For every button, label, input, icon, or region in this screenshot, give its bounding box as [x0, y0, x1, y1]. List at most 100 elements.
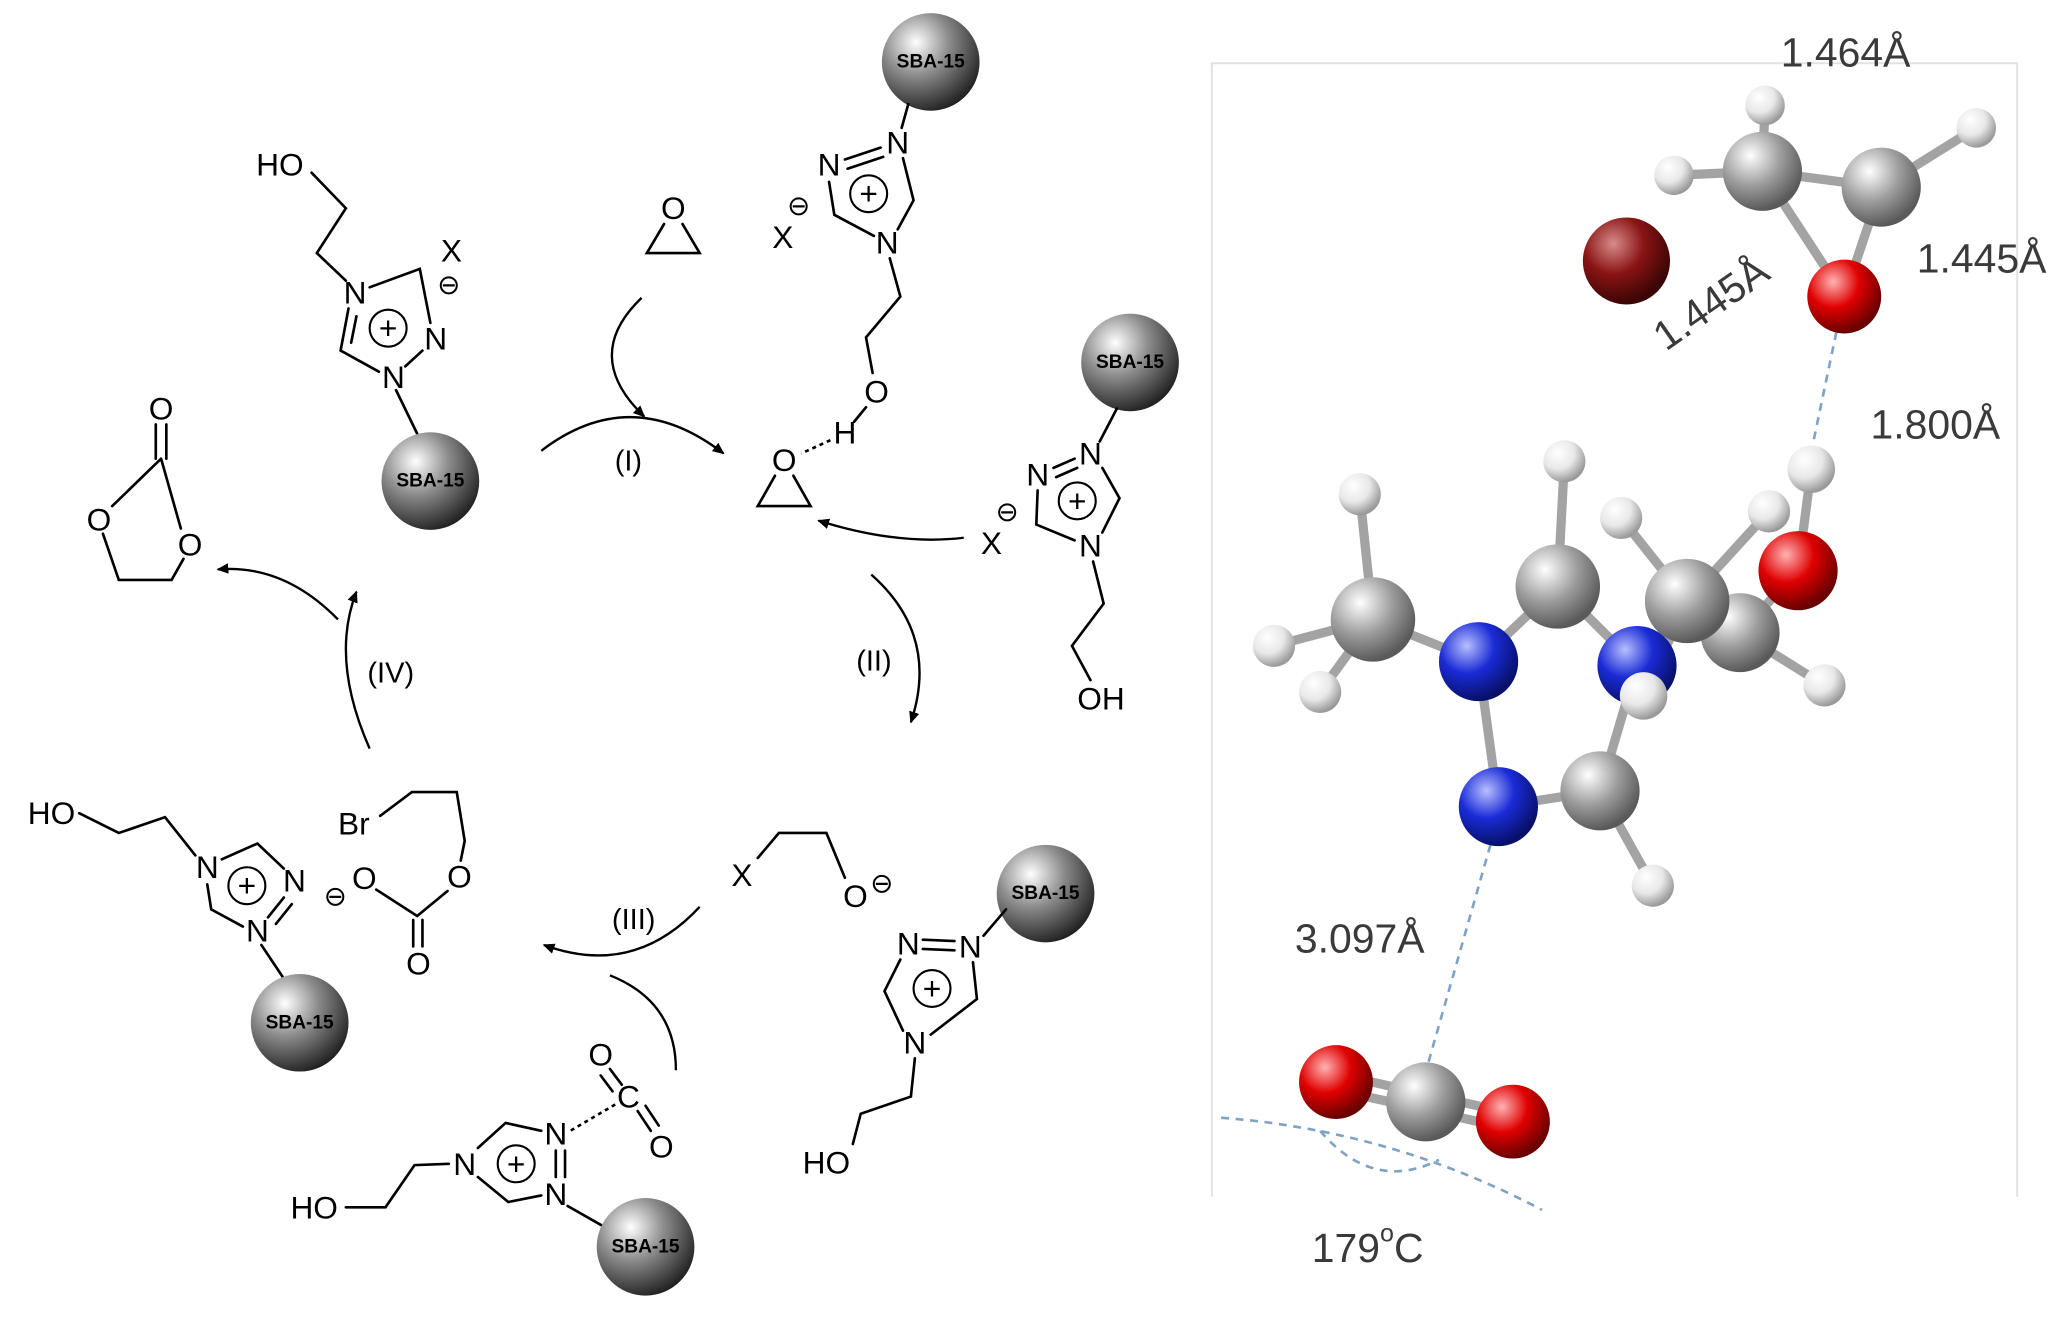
nitrogen-label: N [544, 1115, 567, 1151]
nitrogen-label: N [903, 1025, 926, 1061]
cation-charge-ring [912, 968, 952, 1009]
cation-charge: + [923, 971, 941, 1007]
nitrogen-label: N [1079, 435, 1102, 471]
oxygen-label: O [843, 878, 868, 914]
distance-label-cc: 1.464Å [1781, 30, 1911, 76]
catalyst-b: SBA-15 + N N N X ⊖ OH [981, 313, 1179, 717]
step-i-arrow [540, 416, 725, 455]
n-co2-interaction [569, 1103, 616, 1132]
support-label: SBA-15 [266, 1012, 334, 1033]
hydrogen-atom [1803, 664, 1846, 707]
nitrogen-label: N [876, 225, 899, 261]
distance-label-co-right: 1.445Å [1917, 235, 2047, 281]
oxygen-label: O [649, 1129, 674, 1165]
co2-adduct-ring-bonds [344, 1121, 606, 1229]
hydroxyl-label: HO [256, 147, 304, 183]
oxygen-label: O [149, 391, 174, 427]
oxygen-atom [1475, 1084, 1550, 1159]
hydrogen-atom [1338, 473, 1381, 516]
carbonate-charge: ⊖ [324, 881, 347, 912]
anion-charge: ⊖ [787, 190, 810, 221]
hydrogen-atom [1787, 445, 1836, 493]
oxygen-label: O [406, 945, 431, 981]
hydrogen-bond [800, 439, 831, 455]
oxygen-label: O [772, 442, 797, 478]
oxygen-atom [1299, 1045, 1373, 1119]
hbond-complex-bonds [755, 102, 915, 508]
nitrogen-label: N [886, 124, 909, 160]
cation-charge-ring [849, 174, 889, 214]
alkoxide-catalyst-bonds [851, 908, 1008, 1146]
bromine-atom [1582, 217, 1670, 305]
cation-charge: + [507, 1146, 525, 1182]
nitrogen-atom [1438, 622, 1519, 702]
o-h-interaction-line [1811, 331, 1838, 446]
oxygen-atom [1758, 531, 1838, 611]
epoxide: O [644, 190, 702, 255]
hydrogen-atom [1631, 864, 1674, 907]
anion-label: X [981, 525, 1002, 561]
co2-adduct: O C O + N N N HO SBA-15 [290, 1036, 695, 1296]
step-iii-arrow [542, 905, 701, 957]
model-atoms [1252, 85, 1997, 1159]
cyclic-carbonate: O O O [87, 391, 203, 582]
epoxide-bonds [644, 222, 702, 255]
nitrogen-label: N [544, 1176, 567, 1212]
angle-unit: C [1394, 1225, 1424, 1271]
carbon-atom [1330, 577, 1416, 662]
hydrogen-atom [1299, 670, 1342, 714]
oxygen-atom [1807, 259, 1882, 334]
hydrogen-atom [1252, 624, 1296, 667]
hydroxyl-label: HO [28, 795, 76, 831]
nitrogen-label: N [283, 862, 306, 898]
carbonate-pair: + HO N N N SBA-15 Br ⊖ O O O [28, 790, 472, 1072]
sba15-support-sphere [881, 13, 980, 111]
hydroxyl-label: HO [290, 1189, 338, 1225]
nitrogen-label: N [382, 359, 405, 395]
hydroxyl-label: HO [803, 1144, 851, 1180]
angle-value: 179 [1312, 1225, 1380, 1271]
distance-label-oh: 1.800Å [1871, 401, 2001, 447]
dft-model: 1.464Å 1.445Å 1.445Å 1.800Å 3.097Å 179oC [1210, 30, 2047, 1271]
catalyst-a-bonds [310, 171, 432, 435]
oxygen-label: O [864, 373, 889, 409]
support-label: SBA-15 [1096, 352, 1164, 373]
nitrogen-label: N [959, 928, 982, 964]
epoxide-entry-arrow [610, 297, 646, 418]
oxygen-label: O [661, 190, 686, 226]
oxygen-label: O [178, 526, 203, 562]
cyclic-carbonate-bonds [101, 423, 185, 582]
anion-charge: ⊖ [437, 269, 460, 300]
support-label: SBA-15 [897, 51, 965, 72]
step-i-label: (I) [615, 445, 642, 477]
sba15-support-sphere [596, 1198, 695, 1296]
hydrogen-atom [1543, 440, 1586, 483]
distance-label-nc: 3.097Å [1295, 915, 1425, 961]
support-label: SBA-15 [1012, 883, 1080, 904]
oxygen-label: O [352, 860, 377, 896]
nitrogen-label: N [196, 849, 219, 885]
angle-superscript: o [1380, 1220, 1394, 1248]
step-iv-arrow [344, 590, 371, 750]
angle-label: 179oC [1312, 1220, 1424, 1271]
carbon-label: C [617, 1079, 640, 1115]
support-label: SBA-15 [612, 1236, 680, 1257]
nitrogen-label: N [453, 1146, 476, 1182]
carbonate-catalyst-bonds [77, 811, 294, 978]
bromine-label: Br [338, 806, 370, 842]
hydrogen-label: H [833, 414, 856, 450]
n-c-interaction-line [1427, 844, 1492, 1063]
carbon-atom [1386, 1062, 1466, 1142]
sba15-support-sphere [250, 974, 349, 1072]
step-iv-label: (IV) [367, 658, 414, 690]
anion-charge: ⊖ [996, 496, 1019, 527]
halide-label: X [731, 857, 752, 893]
carbon-atom [1515, 544, 1601, 629]
co2-bonds [599, 1067, 661, 1133]
product-release-arrow [216, 563, 339, 621]
anion-label: X [772, 219, 793, 255]
angle-reference-line [1221, 1116, 1543, 1212]
cation-charge-ring [496, 1144, 536, 1184]
catalytic-cycle: + HO N N N X ⊖ SBA-15 O SBA-15 + N N N X [28, 13, 1179, 1296]
cation-charge: + [238, 868, 256, 904]
